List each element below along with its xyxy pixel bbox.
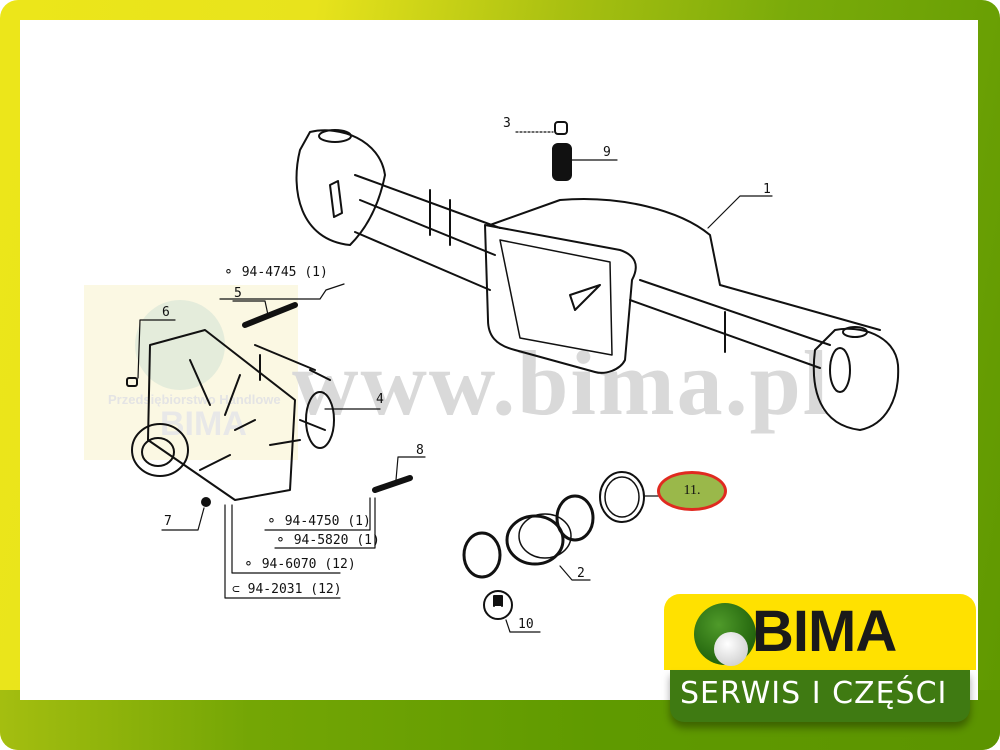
part-label-10: 10 [518,617,534,632]
housing-right-tube [629,279,831,369]
bima-logo: BIMA SERWIS I CZĘŚCI [664,594,976,724]
flange-hub-inner [141,437,175,467]
part-3-plug [554,121,568,135]
part-label-5: 5 [234,286,242,301]
flange-hub-outer [131,423,189,477]
logo-brand-name: BIMA [752,599,897,664]
logo-tagline: SERWIS I CZĘŚCI [680,676,948,711]
highlighted-part-label: 11. [683,483,701,498]
part-label-8: 8 [416,443,424,458]
part-code-94-2031: ⊂ 94-2031 (12) [232,582,342,597]
part-label-7: 7 [164,514,172,529]
ring-left [462,531,502,579]
housing-web [569,284,601,311]
housing-flange [484,224,637,374]
part-label-1: 1 [763,182,771,197]
housing-right-boss [842,326,868,338]
part-label-6: 6 [162,305,170,320]
part-label-9: 9 [603,145,611,160]
highlighted-part-11-callout[interactable]: 11. [657,471,727,511]
housing-center [489,198,881,331]
part-code-94-5820: ⚬ 94-5820 (1) [275,533,380,548]
logo-green-panel [670,670,970,722]
ring-large [599,471,645,523]
flange-bolts [254,344,331,446]
logo-white-ball-icon [714,632,748,666]
part-8-bolt [372,475,413,493]
part-9-valve [552,143,572,181]
housing-inner-flange [499,239,613,356]
housing-right-port [829,347,851,393]
housing-right-bell [812,327,900,431]
part-5-stud [242,302,298,328]
flange-bearing [305,391,335,449]
housing-left-tube [354,174,501,291]
part-code-94-4750: ⚬ 94-4750 (1) [266,514,371,529]
part-code-94-4745: ⚬ 94-4745 (1) [223,265,328,280]
ring-large-inner [604,476,640,518]
part-10-tip [493,595,503,607]
flange-assembly [131,329,335,501]
part-7-nut [201,497,211,507]
housing-left-bell [295,129,386,246]
ring-middle [555,494,595,542]
part-label-4: 4 [376,392,384,407]
part-10-detail [483,590,513,620]
flange-ribs [189,359,256,471]
part-label-3: 3 [503,116,511,131]
seal-grooves [518,513,572,559]
sticker-brand: BIMA [160,405,247,443]
axle-housing [295,129,900,431]
housing-left-window [329,180,343,218]
housing-left-port [318,129,352,143]
watermark-url: www.bima.pl [292,332,831,434]
part-code-94-6070: ⚬ 94-6070 (12) [243,557,356,572]
leader-lines [137,131,773,633]
part-label-2: 2 [577,566,585,581]
part-6-pin [126,377,138,387]
sticker-text: Przedsiębiorstwo Handlowe [108,392,281,407]
